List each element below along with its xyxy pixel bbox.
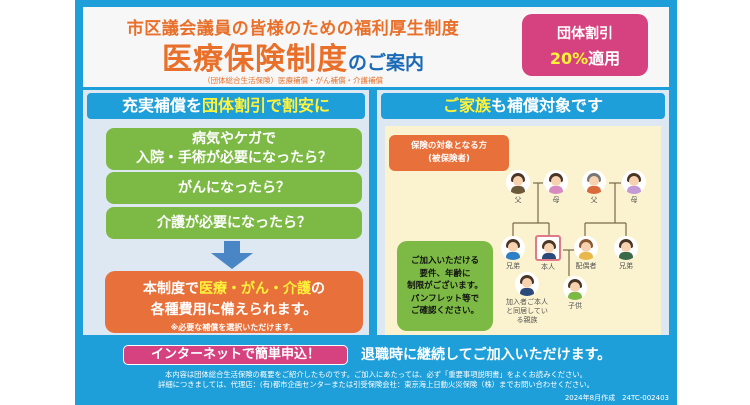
disclaimer-line2: 詳細につきましては、代理店：(有)都市企画センターまたは引受保険会社：東京海上日… (158, 380, 594, 389)
result-prefix: 本制度で (143, 281, 199, 297)
right-panel-heading: ご家族も補償対象です (379, 91, 667, 121)
document-code: 2024年8月作成 24TC-002403 (564, 394, 669, 402)
right-heading-highlight: ご家族 (442, 96, 491, 115)
person-label: 兄弟 (619, 262, 633, 270)
online-apply-button[interactable]: インターネットで簡単申込！ (123, 345, 348, 365)
person-mother-1: 母 (542, 170, 570, 205)
person-label: 父 (514, 196, 522, 204)
note-line: パンフレット等で (410, 293, 480, 304)
mother-avatar-icon (544, 170, 568, 194)
person-label: 兄弟 (506, 262, 520, 270)
result-suffix: の (311, 281, 325, 297)
person-label: 子供 (568, 302, 582, 310)
person-label: 父 (590, 196, 598, 204)
insured-person-tag: 保険の対象となる方 (被保険者) (389, 135, 509, 171)
person-mother-2: 母 (620, 170, 648, 205)
down-arrow-icon (211, 241, 253, 269)
father-avatar-icon (582, 170, 606, 194)
disclaimer-line1: 本内容は団体総合生活保険の概要をご紹介したものです。ご加入にあたっては、必ず「重… (165, 370, 587, 379)
person-label: 配偶者 (575, 262, 597, 270)
person-label: 母 (630, 196, 638, 204)
spouse-avatar-icon (574, 236, 598, 260)
right-heading-suffix: も補償対象です (491, 96, 604, 115)
note-line: 制限がございます。 (407, 281, 483, 291)
question-cancer: がんになったら？ (106, 172, 362, 204)
person-label: 本人 (541, 263, 555, 271)
note-line: ご確認ください。 (410, 306, 479, 316)
sibling-avatar-icon (614, 236, 638, 260)
insured-tag-line2: (被保険者) (428, 154, 470, 164)
family-tree: 保険の対象となる方 (被保険者) 父 母 父 母 兄弟 (385, 126, 661, 335)
badge-percent: 20% (549, 49, 589, 68)
result-line1: 本制度で医療・がん・介護の (105, 278, 363, 298)
group-discount-badge: 団体割引 20%適用 (522, 14, 648, 76)
badge-line1: 団体割引 (557, 26, 613, 42)
result-line2: 各種費用に備えられます。 (150, 302, 318, 318)
title-line1: 市区議会議員の皆様のための福利厚生制度 (126, 19, 460, 39)
relative-avatar-icon (515, 272, 539, 296)
question-nursing-care: 介護が必要になったら？ (106, 207, 362, 239)
person-spouse: 配偶者 (572, 236, 600, 271)
flyer: 市区議会議員の皆様のための福利厚生制度 医療保険制度のご案内 （団体総合生活保険… (75, 0, 677, 405)
mother-avatar-icon (622, 170, 646, 194)
person-father-2: 父 (580, 170, 608, 205)
person-sibling-2: 兄弟 (612, 236, 640, 271)
eligibility-note: ご加入いただける 要件、年齢に 制限がございます。 パンフレット等で ご確認くだ… (397, 241, 493, 331)
right-panel: ご家族も補償対象です (377, 90, 669, 335)
person-label: 母 (552, 196, 560, 204)
question-hospitalization: 病気やケガで 入院・手術が必要になったら？ (106, 128, 362, 170)
person-self: 本人 (534, 235, 562, 272)
badge-line2: 20%適用 (522, 45, 648, 69)
child-avatar-icon (563, 276, 587, 300)
note-line: ご加入いただける (410, 256, 479, 266)
left-panel: 充実補償を団体割引で割安に 病気やケガで 入院・手術が必要になったら？ がんにな… (83, 90, 369, 335)
question-line: 入院・手術が必要になったら？ (136, 150, 332, 166)
self-avatar-icon (535, 235, 561, 261)
main-title-text: 医療保険制度 (161, 42, 348, 77)
father-avatar-icon (506, 170, 530, 194)
person-sibling-1: 兄弟 (499, 236, 527, 271)
note-line: 要件、年齢に (419, 268, 471, 279)
main-title: 医療保険制度のご案内 (83, 34, 503, 78)
person-father-1: 父 (504, 170, 532, 205)
person-cohabiting-relative: 加入者ご本人と同居している親族 (499, 272, 555, 325)
coverage-result: 本制度で医療・がん・介護の 各種費用に備えられます。 ※必要な補償を選択いただけ… (105, 271, 363, 333)
insured-tag-line1: 保険の対象となる方 (410, 141, 488, 151)
family-tree-lines (512, 182, 627, 276)
result-note: ※必要な補償を選択いただけます。 (170, 323, 298, 332)
header: 市区議会議員の皆様のための福利厚生制度 医療保険制度のご案内 （団体総合生活保険… (83, 7, 669, 87)
left-heading-prefix: 充実補償を (121, 96, 202, 115)
sibling-avatar-icon (501, 236, 525, 260)
person-child: 子供 (561, 276, 589, 311)
left-panel-heading: 充実補償を団体割引で割安に (85, 91, 367, 121)
left-heading-highlight: 団体割引で割安に (202, 96, 331, 115)
retirement-continuation-text: 退職時に継続してご加入いただけます。 (361, 347, 612, 363)
person-label: 加入者ご本人と同居している親族 (506, 298, 548, 324)
result-highlight: 医療・がん・介護 (199, 281, 311, 297)
question-line: 病気やケガで (192, 131, 276, 147)
badge-suffix: 適用 (588, 49, 621, 68)
main-title-suffix: のご案内 (347, 52, 424, 74)
subtitle: （団体総合生活保険）医療補償・がん補償・介護補償 (203, 76, 383, 85)
